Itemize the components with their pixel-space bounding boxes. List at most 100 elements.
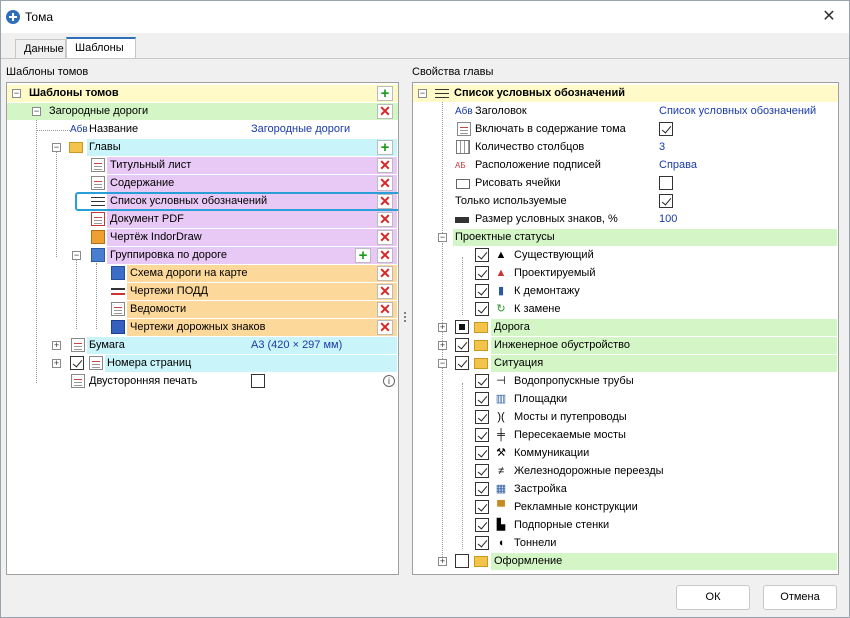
- name-value[interactable]: Загородные дороги: [251, 123, 351, 135]
- draw-cells-checkbox[interactable]: [659, 176, 673, 190]
- item-checkbox[interactable]: [475, 428, 489, 442]
- delete-icon[interactable]: ✕: [377, 284, 393, 299]
- prop-symbol-size[interactable]: Размер условных знаков, % 100: [413, 211, 838, 228]
- chapter-indordraw[interactable]: Чертёж IndorDraw ✕: [7, 229, 398, 246]
- props-root-row[interactable]: − Список условных обозначений: [413, 85, 838, 102]
- prop-caption-pos[interactable]: АБ Расположение подписей Справа: [413, 157, 838, 174]
- delete-icon[interactable]: ✕: [377, 212, 393, 227]
- status-designed[interactable]: ▲ Проектируемый: [413, 265, 838, 282]
- info-icon[interactable]: i: [383, 375, 395, 387]
- situation-item[interactable]: ╪Пересекаемые мосты: [413, 427, 838, 444]
- name-row[interactable]: Абв Название Загородные дороги: [7, 121, 398, 138]
- collapse-icon[interactable]: −: [52, 142, 61, 152]
- situation-item[interactable]: ▦Застройка: [413, 481, 838, 498]
- status-checkbox[interactable]: [475, 266, 489, 280]
- situation-item[interactable]: ◖Тоннели: [413, 535, 838, 552]
- prop-value[interactable]: Справа: [659, 159, 697, 171]
- page-numbers-checkbox[interactable]: [70, 356, 84, 370]
- expand-icon[interactable]: +: [438, 340, 447, 350]
- expand-icon[interactable]: +: [52, 340, 61, 350]
- group-item-map[interactable]: Схема дороги на карте ✕: [7, 265, 398, 282]
- collapse-icon[interactable]: −: [32, 106, 41, 116]
- delete-icon[interactable]: ✕: [377, 176, 393, 191]
- delete-icon[interactable]: ✕: [377, 266, 393, 281]
- status-replace[interactable]: ↻ К замене: [413, 301, 838, 318]
- situation-item[interactable]: ≠Железнодорожные переезды: [413, 463, 838, 480]
- group-road[interactable]: + Дорога: [413, 319, 838, 336]
- chapter-grouping[interactable]: − Группировка по дороге + ✕: [7, 247, 398, 264]
- collapse-icon[interactable]: −: [12, 88, 21, 98]
- situation-item[interactable]: ▥Площадки: [413, 391, 838, 408]
- prop-value[interactable]: 3: [659, 141, 666, 153]
- group-checkbox[interactable]: [455, 554, 469, 568]
- group-item-podd[interactable]: Чертежи ПОДД ✕: [7, 283, 398, 300]
- status-checkbox[interactable]: [475, 248, 489, 262]
- add-icon[interactable]: +: [377, 140, 393, 155]
- delete-icon[interactable]: ✕: [377, 158, 393, 173]
- status-existing[interactable]: ▲ Существующий: [413, 247, 838, 264]
- group-checkbox[interactable]: [455, 356, 469, 370]
- group-item-signs[interactable]: Чертежи дорожных знаков ✕: [7, 319, 398, 336]
- add-icon[interactable]: +: [377, 86, 393, 101]
- prop-value[interactable]: Список условных обозначений: [659, 105, 817, 117]
- item-checkbox[interactable]: [475, 374, 489, 388]
- group-situation[interactable]: − Ситуация: [413, 355, 838, 372]
- item-checkbox[interactable]: [475, 482, 489, 496]
- prop-draw-cells[interactable]: Рисовать ячейки: [413, 175, 838, 192]
- paper-value[interactable]: А3 (420 × 297 мм): [249, 337, 397, 354]
- chapters-row[interactable]: − Главы +: [7, 139, 398, 156]
- item-checkbox[interactable]: [475, 536, 489, 550]
- collapse-icon[interactable]: −: [438, 232, 447, 242]
- item-checkbox[interactable]: [475, 518, 489, 532]
- templates-tree[interactable]: − Шаблоны томов + − Загородные дороги ✕ …: [6, 82, 399, 575]
- chapter-legend-list[interactable]: Список условных обозначений ✕: [7, 193, 398, 210]
- situation-item[interactable]: ⊣Водопропускные трубы: [413, 373, 838, 390]
- delete-icon[interactable]: ✕: [377, 230, 393, 245]
- expand-icon[interactable]: +: [52, 358, 61, 368]
- cancel-button[interactable]: Отмена: [763, 585, 837, 610]
- situation-item[interactable]: ▀Рекламные конструкции: [413, 499, 838, 516]
- tab-data[interactable]: Данные: [15, 39, 66, 59]
- add-icon[interactable]: +: [355, 248, 371, 263]
- close-icon[interactable]: ✕: [822, 8, 836, 25]
- paper-row[interactable]: + Бумага А3 (420 × 297 мм): [7, 337, 398, 354]
- delete-icon[interactable]: ✕: [377, 194, 393, 209]
- item-checkbox[interactable]: [475, 464, 489, 478]
- ok-button[interactable]: ОК: [676, 585, 750, 610]
- tab-templates[interactable]: Шаблоны: [66, 37, 136, 59]
- splitter-handle[interactable]: [403, 311, 407, 323]
- group-design[interactable]: + Оформление: [413, 553, 838, 570]
- chapter-pdf[interactable]: Документ PDF ✕: [7, 211, 398, 228]
- status-checkbox[interactable]: [475, 302, 489, 316]
- group-item-statements[interactable]: Ведомости ✕: [7, 301, 398, 318]
- duplex-checkbox[interactable]: [251, 374, 265, 388]
- include-toc-checkbox[interactable]: [659, 122, 673, 136]
- used-only-checkbox[interactable]: [659, 194, 673, 208]
- expand-icon[interactable]: +: [438, 322, 447, 332]
- statuses-row[interactable]: − Проектные статусы: [413, 229, 838, 246]
- item-checkbox[interactable]: [475, 410, 489, 424]
- collapse-icon[interactable]: −: [418, 88, 427, 98]
- status-checkbox[interactable]: [475, 284, 489, 298]
- situation-item[interactable]: )(Мосты и путепроводы: [413, 409, 838, 426]
- delete-icon[interactable]: ✕: [377, 320, 393, 335]
- group-engineering[interactable]: + Инженерное обустройство: [413, 337, 838, 354]
- suburban-roads-row[interactable]: − Загородные дороги ✕: [7, 103, 398, 120]
- group-checkbox[interactable]: [455, 320, 469, 334]
- chapter-title-page[interactable]: Титульный лист ✕: [7, 157, 398, 174]
- page-numbers-row[interactable]: + Номера страниц: [7, 355, 398, 372]
- situation-item[interactable]: ▙Подпорные стенки: [413, 517, 838, 534]
- item-checkbox[interactable]: [475, 392, 489, 406]
- chapter-properties[interactable]: − Список условных обозначений Абв Заголо…: [412, 82, 839, 575]
- prop-include-toc[interactable]: Включать в содержание тома: [413, 121, 838, 138]
- status-dismantle[interactable]: ▮ К демонтажу: [413, 283, 838, 300]
- delete-icon[interactable]: ✕: [377, 302, 393, 317]
- tree-root-row[interactable]: − Шаблоны томов +: [7, 85, 398, 102]
- item-checkbox[interactable]: [475, 500, 489, 514]
- duplex-row[interactable]: Двусторонняя печать i: [7, 373, 398, 390]
- prop-used-only[interactable]: Только используемые: [413, 193, 838, 210]
- item-checkbox[interactable]: [475, 446, 489, 460]
- situation-item[interactable]: ⚒Коммуникации: [413, 445, 838, 462]
- prop-value[interactable]: 100: [659, 213, 678, 225]
- prop-columns[interactable]: Количество столбцов 3: [413, 139, 838, 156]
